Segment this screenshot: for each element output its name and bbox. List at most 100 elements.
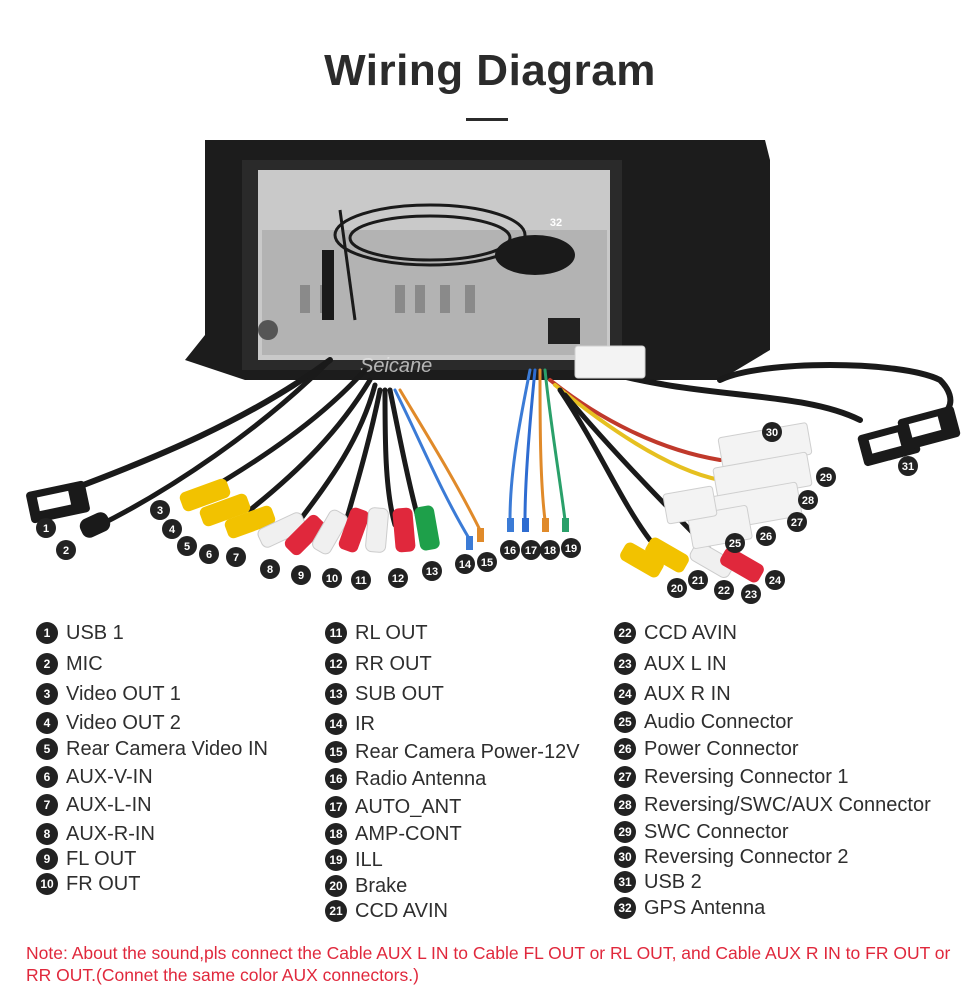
legend-label: AUX L IN (644, 652, 727, 675)
svg-text:9: 9 (298, 570, 304, 582)
svg-text:16: 16 (504, 545, 516, 557)
legend-number-badge: 29 (614, 821, 636, 843)
legend-number-badge: 24 (614, 683, 636, 705)
svg-text:32: 32 (550, 217, 562, 229)
legend-label: AUX-V-IN (66, 765, 153, 788)
callout-9: 9 (291, 565, 311, 585)
legend-number-badge: 2 (36, 653, 58, 675)
callout-13: 13 (422, 561, 442, 581)
legend-item: 8 AUX-R-IN (36, 821, 155, 847)
svg-text:5: 5 (184, 541, 190, 553)
legend-label: SUB OUT (355, 682, 444, 705)
legend-label: Reversing Connector 2 (644, 845, 849, 868)
callout-22: 22 (714, 580, 734, 600)
callout-16: 16 (500, 540, 520, 560)
legend-label: USB 2 (644, 870, 702, 893)
legend-number-badge: 5 (36, 738, 58, 760)
svg-text:19: 19 (565, 543, 577, 555)
svg-text:2: 2 (63, 545, 69, 557)
svg-text:22: 22 (718, 585, 730, 597)
callout-23: 23 (741, 584, 761, 604)
legend-item: 6 AUX-V-IN (36, 764, 153, 790)
legend-label: AUTO_ANT (355, 795, 462, 818)
svg-text:15: 15 (481, 557, 493, 569)
callout-26: 26 (756, 526, 776, 546)
callout-25: 25 (725, 533, 745, 553)
wiring-diagram-illustration: Seicane (26, 140, 961, 604)
legend-number-badge: 4 (36, 712, 58, 734)
note-text: Note: About the sound,pls connect the Ca… (26, 943, 951, 985)
callout-10: 10 (322, 568, 342, 588)
ground-bolt (258, 320, 278, 340)
svg-text:10: 10 (326, 573, 338, 585)
legend-item: 5 Rear Camera Video IN (36, 736, 268, 762)
legend-number-badge: 1 (36, 622, 58, 644)
legend-number-badge: 21 (325, 900, 347, 922)
legend-number-badge: 18 (325, 823, 347, 845)
callout-20: 20 (667, 578, 687, 598)
wire-terminals (466, 518, 569, 550)
svg-text:31: 31 (902, 461, 914, 473)
legend-label: Power Connector (644, 737, 799, 760)
legend-label: Rear Camera Video IN (66, 737, 268, 760)
legend-number-badge: 8 (36, 823, 58, 845)
callout-1: 1 (36, 518, 56, 538)
svg-text:8: 8 (267, 564, 273, 576)
svg-text:11: 11 (355, 575, 367, 587)
legend-label: FR OUT (66, 872, 141, 895)
legend-number-badge: 11 (325, 622, 347, 644)
legend-label: RR OUT (355, 652, 432, 675)
legend-number-badge: 9 (36, 848, 58, 870)
callout-18: 18 (540, 540, 560, 560)
callout-2: 2 (56, 540, 76, 560)
svg-text:21: 21 (692, 575, 704, 587)
callout-11: 11 (351, 570, 371, 590)
svg-text:12: 12 (392, 573, 404, 585)
legend-number-badge: 6 (36, 766, 58, 788)
legend-label: IR (355, 712, 375, 735)
svg-text:4: 4 (169, 524, 176, 536)
legend-label: Audio Connector (644, 710, 793, 733)
callout-8: 8 (260, 559, 280, 579)
svg-text:28: 28 (802, 495, 814, 507)
svg-text:6: 6 (206, 549, 212, 561)
callout-7: 7 (226, 547, 246, 567)
callout-6: 6 (199, 544, 219, 564)
svg-text:1: 1 (43, 523, 49, 535)
radio-antenna-stub (322, 250, 334, 320)
callout-19: 19 (561, 538, 581, 558)
legend-label: AUX-R-IN (66, 822, 155, 845)
rca-connectors (179, 478, 764, 583)
harness-connectors (574, 345, 813, 549)
svg-text:17: 17 (525, 545, 537, 557)
legend-number-badge: 3 (36, 683, 58, 705)
callout-5: 5 (177, 536, 197, 556)
svg-text:30: 30 (766, 427, 778, 439)
